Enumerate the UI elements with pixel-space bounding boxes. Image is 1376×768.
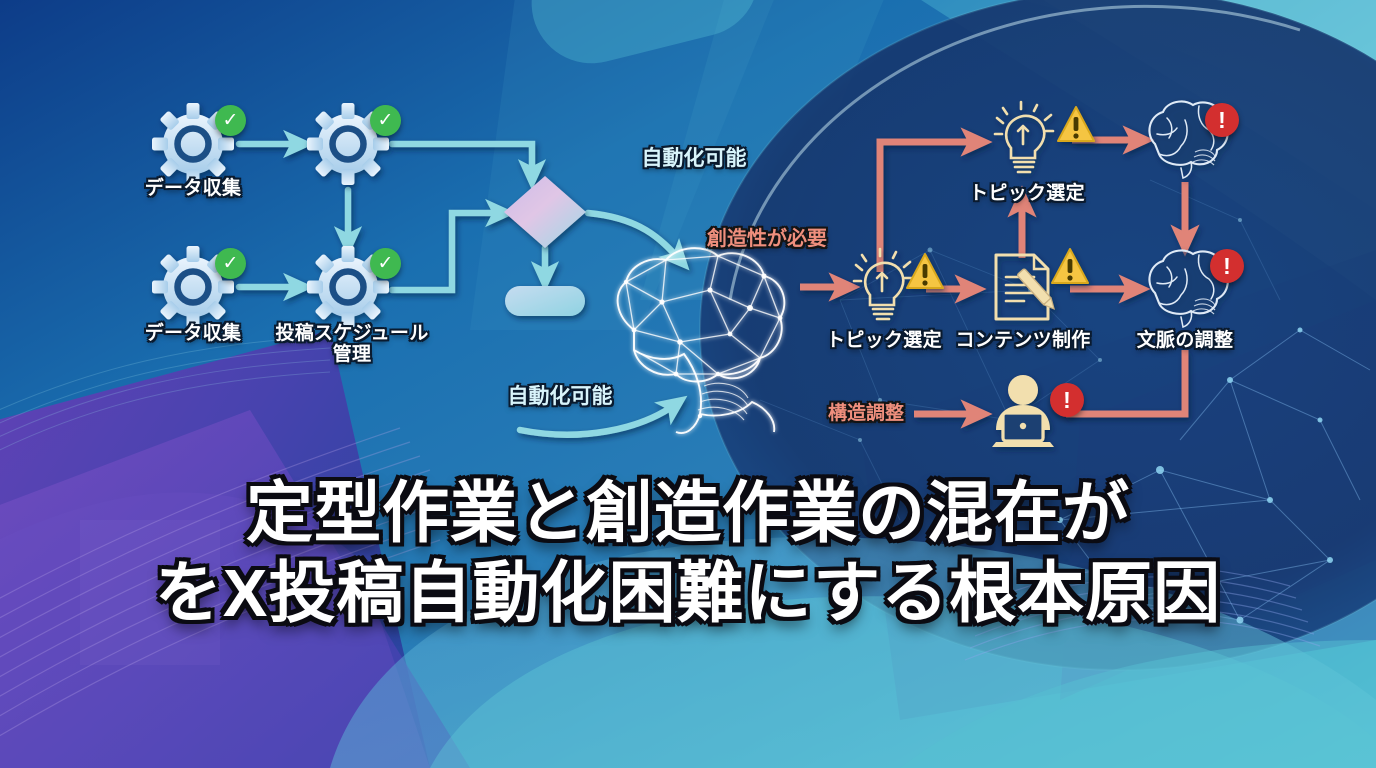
badge-error-person: ! (1050, 383, 1084, 417)
warning-triangle-icon (1051, 248, 1089, 284)
badge-check-gear-3: ✓ (215, 248, 246, 279)
warning-triangle-icon (906, 253, 944, 289)
document-edit-icon (994, 253, 1055, 321)
badge-check-gear-4: ✓ (370, 248, 401, 279)
terminator-pill-shape (505, 286, 585, 316)
badge-check-gear-1: ✓ (215, 105, 246, 136)
badge-error-brain-top: ! (1205, 103, 1239, 137)
lightbulb-icon (852, 247, 914, 321)
lightbulb-icon (993, 100, 1055, 174)
decision-diamond-shape (504, 176, 586, 248)
warning-triangle-icon (1057, 106, 1095, 142)
person-laptop-icon (992, 375, 1054, 447)
badge-check-gear-2: ✓ (370, 105, 401, 136)
brain-outline-icon (1148, 249, 1229, 328)
badge-error-context-mid: ! (1210, 249, 1244, 283)
